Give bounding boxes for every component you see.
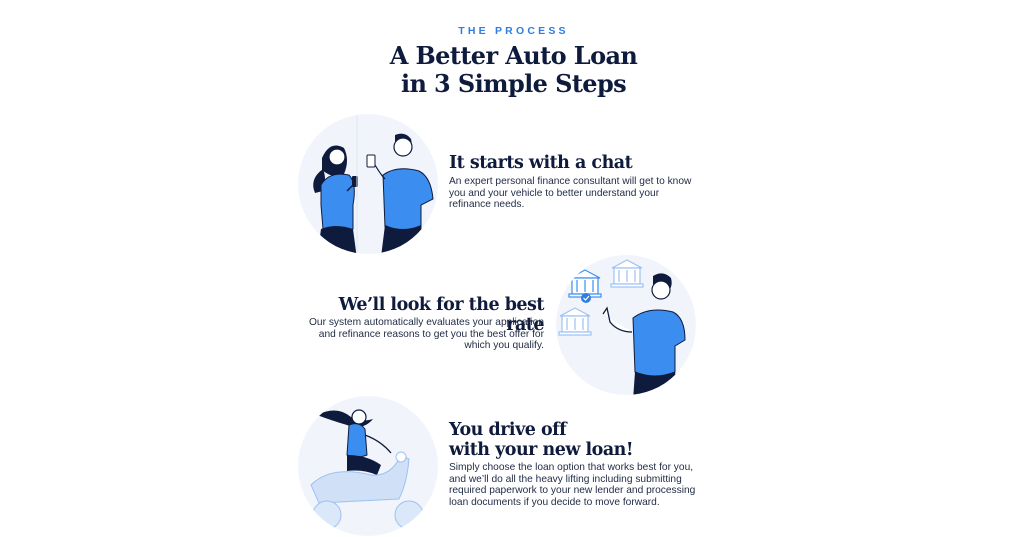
step-3-title-line-2: with your new loan!	[449, 440, 634, 460]
page-title: A Better Auto Loan in 3 Simple Steps	[0, 42, 1027, 98]
step-2-description: Our system automatically evaluates your …	[309, 317, 544, 352]
step-3-description: Simply choose the loan option that works…	[449, 462, 696, 508]
banks-comparison-illustration	[555, 254, 697, 396]
couple-chatting-illustration	[297, 113, 439, 255]
step-2-title: We’ll look for the best rate	[338, 295, 545, 335]
step-3-title: You drive off with your new loan!	[449, 420, 634, 460]
woman-on-scooter-illustration	[297, 395, 439, 537]
step-1-title: It starts with a chat	[449, 153, 633, 173]
step-1-description: An expert personal finance consultant wi…	[449, 176, 692, 211]
page-title-line-1: A Better Auto Loan	[389, 41, 638, 70]
step-3-title-line-1: You drive off	[449, 420, 567, 440]
page-title-line-2: in 3 Simple Steps	[400, 69, 627, 98]
eyebrow-label: THE PROCESS	[458, 25, 569, 37]
